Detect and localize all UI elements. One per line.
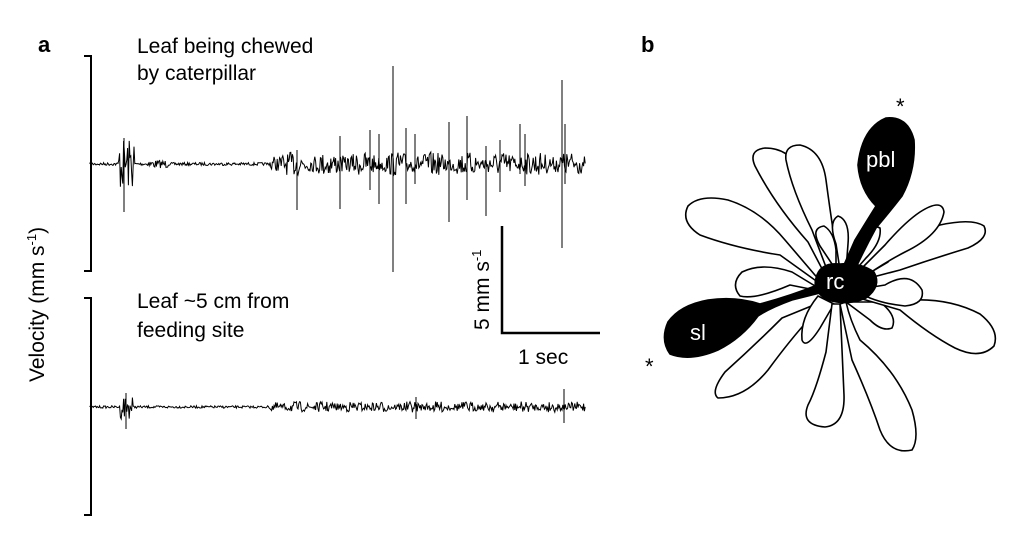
scale-bar-vertical-label-main: 5 mm s xyxy=(471,261,494,330)
rosette-leaf xyxy=(815,225,837,271)
rosette-center xyxy=(814,262,878,304)
panel-a: a Velocity (mm s-1) Leaf being chewed by… xyxy=(24,32,600,516)
y-axis-label-main: Velocity (mm s xyxy=(26,245,49,382)
stimulated-leaf-label: sl xyxy=(690,320,706,345)
scale-bar-horizontal-label: 1 sec xyxy=(518,346,568,369)
rosette-drawing xyxy=(663,117,997,452)
rosette-leaf xyxy=(801,295,835,344)
rosette-leaf xyxy=(831,215,850,271)
trace-waveform xyxy=(89,397,586,421)
rosette-leaf xyxy=(734,266,826,298)
rosette-center-label: rc xyxy=(826,269,844,294)
top-trace-axis-bracket xyxy=(84,55,92,272)
rosette-leaf xyxy=(845,301,895,330)
stimulated-leaf xyxy=(663,283,833,358)
primary-bolting-leaf xyxy=(839,117,916,277)
rosette-leaf xyxy=(851,295,997,355)
top-trace-label: Leaf being chewed by caterpillar xyxy=(137,35,319,85)
y-axis-label-close: ) xyxy=(26,227,49,234)
rosette-leaf xyxy=(684,197,827,289)
rosette-leaf xyxy=(714,299,827,399)
top-velocity-trace xyxy=(89,66,586,272)
panel-b-label: b xyxy=(641,32,654,57)
rosette-leaf xyxy=(853,277,924,307)
y-axis-label-sup: -1 xyxy=(24,234,39,246)
top-trace-label-line2: by caterpillar xyxy=(137,62,256,85)
bottom-velocity-trace xyxy=(89,389,586,429)
rosette-leaf xyxy=(805,303,845,428)
bottom-trace-label-line1: Leaf ~5 cm from xyxy=(137,290,289,313)
rosette-leaf xyxy=(839,301,917,452)
y-axis-label: Velocity (mm s-1) xyxy=(24,227,49,382)
scale-bar-vertical-label-sup: -1 xyxy=(469,250,484,262)
top-trace-label-line1: Leaf being chewed xyxy=(137,35,313,58)
panel-a-label: a xyxy=(38,32,51,57)
primary-bolting-leaf-label: pbl xyxy=(866,147,895,172)
asterisk-pbl: * xyxy=(896,94,905,119)
bottom-trace-label: Leaf ~5 cm from feeding site xyxy=(137,290,295,342)
panel-b: b pbl rc sl xyxy=(641,32,997,452)
bottom-trace-label-line2: feeding site xyxy=(137,319,244,342)
scale-bar xyxy=(500,226,600,335)
asterisk-sl: * xyxy=(645,354,654,379)
trace-waveform xyxy=(89,140,586,187)
rosette-leaf xyxy=(851,204,945,281)
scale-bar-vertical-label: 5 mm s-1 xyxy=(469,250,494,330)
